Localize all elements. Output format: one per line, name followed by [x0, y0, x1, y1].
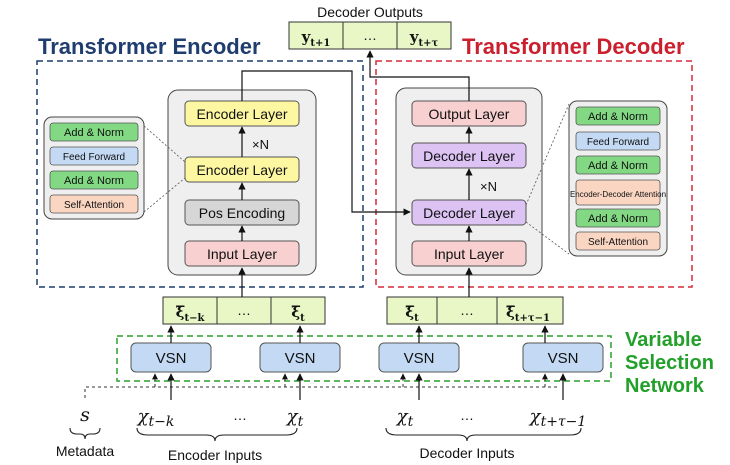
arrow-encoder-to-decoder: [241, 70, 411, 216]
decoder-input-layer-label: Input Layer: [434, 246, 504, 262]
vsn-label-enc-first: VSN: [156, 350, 187, 367]
arrow-output-to-decoder-outputs: [366, 50, 470, 101]
metadata-bus: [84, 386, 558, 398]
enc-input-ellipsis: …: [233, 407, 247, 423]
enc-xi-last: ξ̅t: [291, 303, 305, 324]
dec-input-ellipsis: …: [460, 407, 474, 423]
encoder-layer-label: Encoder Layer: [196, 162, 287, 178]
enc-detail-add-norm-bottom: Add & Norm: [64, 175, 124, 187]
encoder-layer-top-label: Encoder Layer: [196, 106, 287, 122]
dec-detail-add-norm-1: Add & Norm: [588, 111, 648, 123]
encoder-layer-detail: [43, 116, 145, 220]
enc-input-first: χt−k: [136, 406, 175, 430]
vsn-title-line3: Network: [625, 375, 705, 397]
vsn-title-line2: Selection: [625, 352, 714, 374]
decoder-inputs-label: Decoder Inputs: [420, 445, 515, 461]
dec-input-last: χt+τ−1: [528, 406, 587, 430]
output-layer-label: Output Layer: [429, 106, 510, 122]
dec-xi-last: ξ̅t+τ−1: [506, 303, 550, 324]
encoder-title: Transformer Encoder: [38, 34, 261, 59]
encoder-input-layer-label: Input Layer: [207, 246, 277, 262]
decoder-outputs-label: Decoder Outputs: [317, 4, 423, 20]
enc-xi-first: ξ̅t−k: [176, 303, 206, 324]
dec-detail-feed-forward: Feed Forward: [587, 137, 649, 148]
decoder-layer-label: Decoder Layer: [423, 205, 515, 221]
encoder-inputs-brace: [136, 427, 298, 442]
dec-detail-add-norm-2: Add & Norm: [588, 160, 648, 172]
enc-xi-ellipsis: …: [237, 302, 251, 318]
vsn-block-dec-last: [522, 342, 604, 373]
vsn-title-line1: Variable: [625, 329, 702, 351]
dec-xi-first: ξ̅t: [405, 303, 419, 324]
decoder-inputs-brace: [385, 427, 582, 442]
decoder-repeat-label: ×N: [480, 179, 497, 194]
decoder-layer-top-label: Decoder Layer: [423, 148, 515, 164]
metadata-symbol: s: [80, 404, 90, 426]
vsn-label-dec-last: VSN: [548, 350, 579, 367]
enc-input-last: χt: [285, 406, 304, 430]
encoder-xi-vector: ξ̅t−k … ξ̅t: [162, 296, 326, 325]
decoder-output-first: yt+1: [301, 28, 331, 49]
dec-detail-self-attention: Self-Attention: [588, 237, 648, 248]
decoder-outputs-vector: yt+1 … yt+τ: [288, 21, 452, 50]
enc-detail-feed-forward: Feed Forward: [63, 152, 125, 163]
decoder-title: Transformer Decoder: [462, 34, 685, 59]
dec-input-first: χt: [395, 406, 414, 430]
pos-encoding-label: Pos Encoding: [199, 205, 285, 221]
encoder-inputs-label: Encoder Inputs: [168, 447, 262, 463]
vsn-label-dec-first: VSN: [404, 350, 435, 367]
dec-xi-ellipsis: …: [460, 302, 474, 318]
metadata-label: Metadata: [56, 443, 115, 459]
dec-detail-enc-dec-attention: Encoder-Decoder Attention: [570, 190, 666, 199]
vsn-label-enc-last: VSN: [285, 350, 316, 367]
encoder-repeat-label: ×N: [252, 137, 269, 152]
metadata-brace: [69, 427, 101, 440]
dec-detail-add-norm-3: Add & Norm: [588, 213, 648, 225]
decoder-xi-vector: ξ̅t … ξ̅t+τ−1: [386, 296, 564, 325]
encoder-frame: [36, 60, 364, 288]
enc-detail-self-attention: Self-Attention: [64, 200, 124, 211]
decoder-output-last: yt+τ: [409, 28, 439, 49]
enc-detail-add-norm-top: Add & Norm: [64, 127, 124, 139]
decoder-output-ellipsis: …: [363, 27, 377, 43]
decoder-frame: [375, 60, 693, 288]
vsn-frame: [116, 335, 612, 382]
